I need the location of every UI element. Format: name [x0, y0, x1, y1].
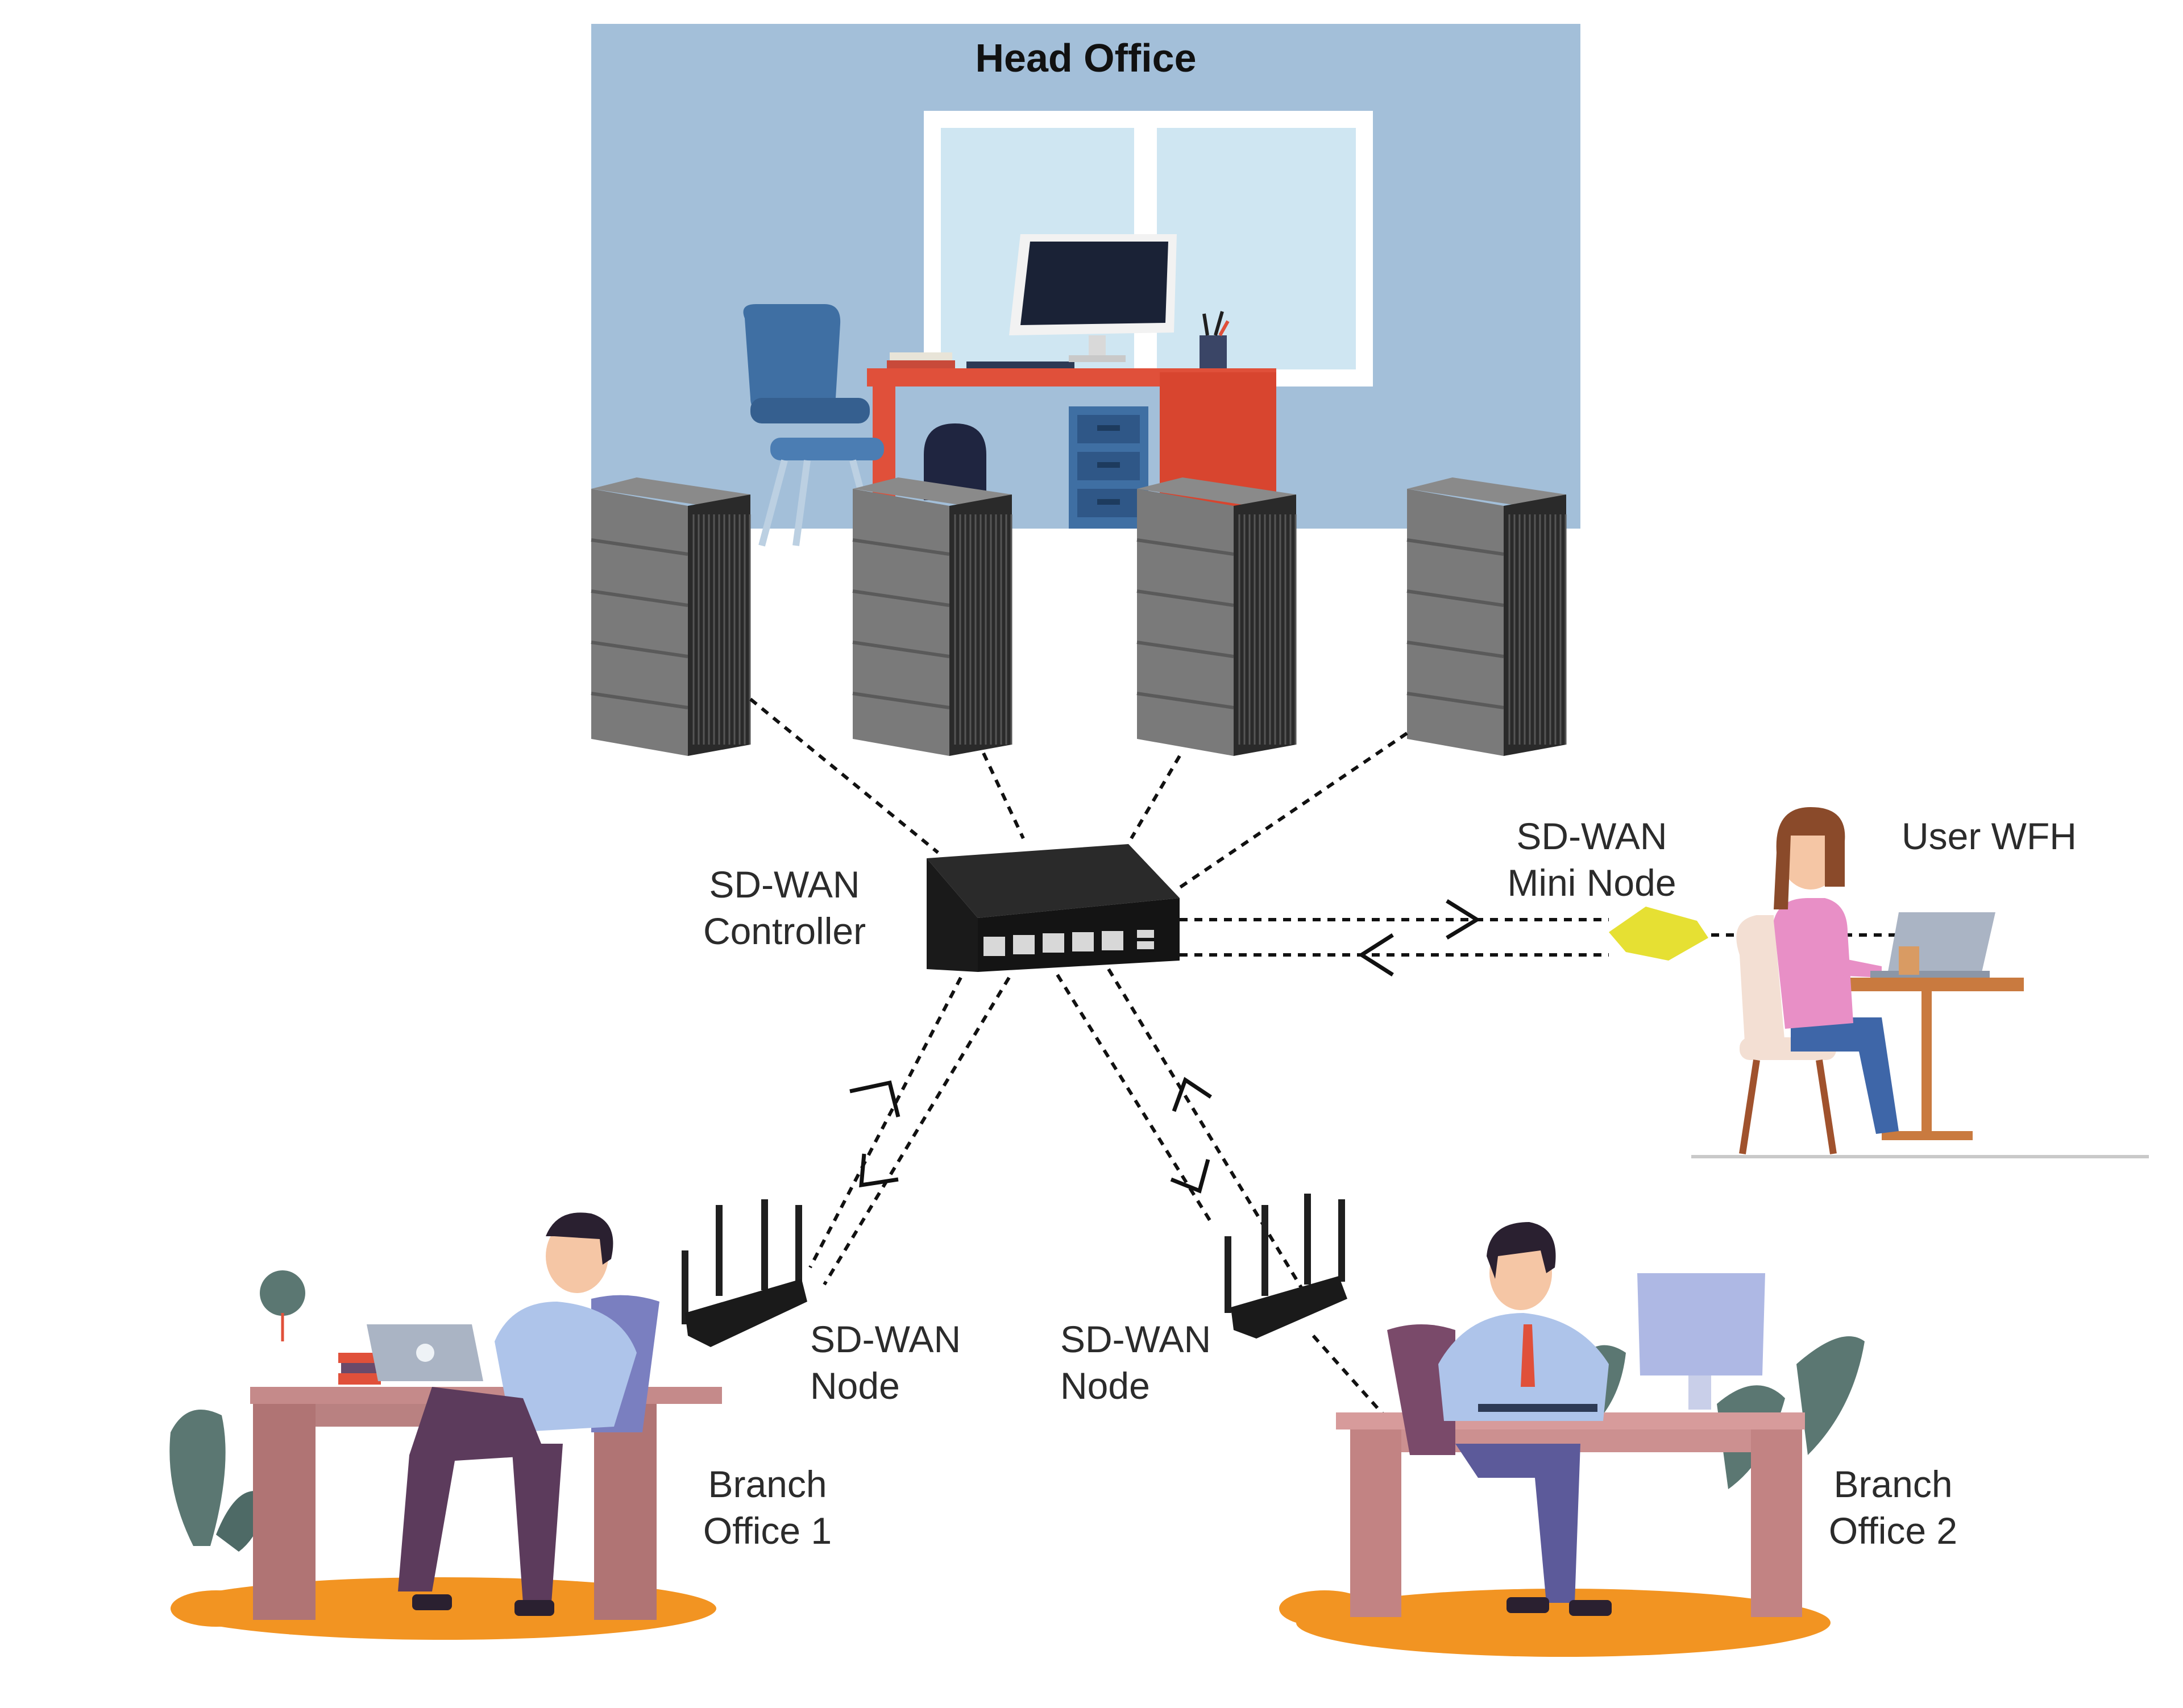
- mini-node-label-line2: Mini Node: [1507, 862, 1676, 904]
- branch-office-2-illustration: [1279, 1222, 1865, 1657]
- arrow-node2-up: [1172, 1077, 1212, 1112]
- mini-node-label: SD-WAN Mini Node: [1467, 813, 1717, 906]
- server-tower-3: [1136, 477, 1297, 756]
- branch1-label-line2: Office 1: [703, 1510, 832, 1552]
- mini-node-label-line1: SD-WAN: [1516, 815, 1667, 857]
- node2-label: SD-WAN Node: [1060, 1316, 1211, 1409]
- node2-label-line1: SD-WAN: [1060, 1318, 1211, 1360]
- server-tower-1: [591, 477, 751, 756]
- office-chair: [743, 304, 884, 547]
- arrow-to-mini-node: [1446, 899, 1481, 940]
- server-group: [591, 477, 1567, 756]
- office-window: [924, 111, 1373, 387]
- sdwan-node-2-router: [1225, 1194, 1347, 1339]
- link-node2-b: [1107, 968, 1315, 1308]
- arrow-node2-down: [1170, 1159, 1210, 1194]
- link-node1-b: [823, 976, 1011, 1286]
- user-wfh-label: User WFH: [1902, 815, 2077, 857]
- sdwan-node-1-router: [682, 1199, 807, 1347]
- trash-bin: [924, 423, 986, 500]
- head-office-title: Head Office: [975, 36, 1197, 80]
- controller-label-line1: SD-WAN: [709, 863, 860, 905]
- user-wfh-illustration: [1691, 807, 2149, 1158]
- connection-lines: [749, 697, 1916, 1439]
- link-server-4: [1176, 732, 1408, 891]
- sdwan-controller-device: [927, 844, 1180, 972]
- branch2-label-line2: Office 2: [1828, 1510, 1958, 1552]
- controller-label-line2: Controller: [703, 910, 866, 952]
- branch2-label: Branch Office 2: [1796, 1461, 1990, 1554]
- arrow-node1-down: [859, 1153, 899, 1188]
- server-tower-4: [1406, 477, 1567, 756]
- head-office-room: Head Office: [591, 24, 1580, 551]
- controller-label: SD-WAN Controller: [659, 861, 910, 954]
- arrow-node1-up: [849, 1080, 900, 1117]
- arrow-from-mini-node: [1358, 933, 1394, 976]
- link-server-1: [749, 697, 939, 854]
- link-node2-a: [1056, 974, 1213, 1223]
- sdwan-mini-node-device: [1609, 907, 1708, 961]
- link-server-2: [982, 752, 1025, 840]
- branch1-label: Branch Office 1: [671, 1461, 864, 1554]
- node1-label: SD-WAN Node: [810, 1316, 961, 1409]
- node2-label-line2: Node: [1060, 1365, 1150, 1407]
- office-monitor: [1009, 234, 1177, 362]
- server-tower-2: [852, 477, 1012, 756]
- link-server-3: [1130, 755, 1181, 840]
- branch-office-1-illustration: [169, 1212, 722, 1640]
- arrow-heads: [849, 899, 1481, 1194]
- node1-label-line2: Node: [810, 1365, 900, 1407]
- link-node1-a: [808, 976, 962, 1269]
- node1-label-line1: SD-WAN: [810, 1318, 961, 1360]
- branch1-label-line1: Branch: [708, 1463, 827, 1505]
- branch2-label-line1: Branch: [1833, 1463, 1953, 1505]
